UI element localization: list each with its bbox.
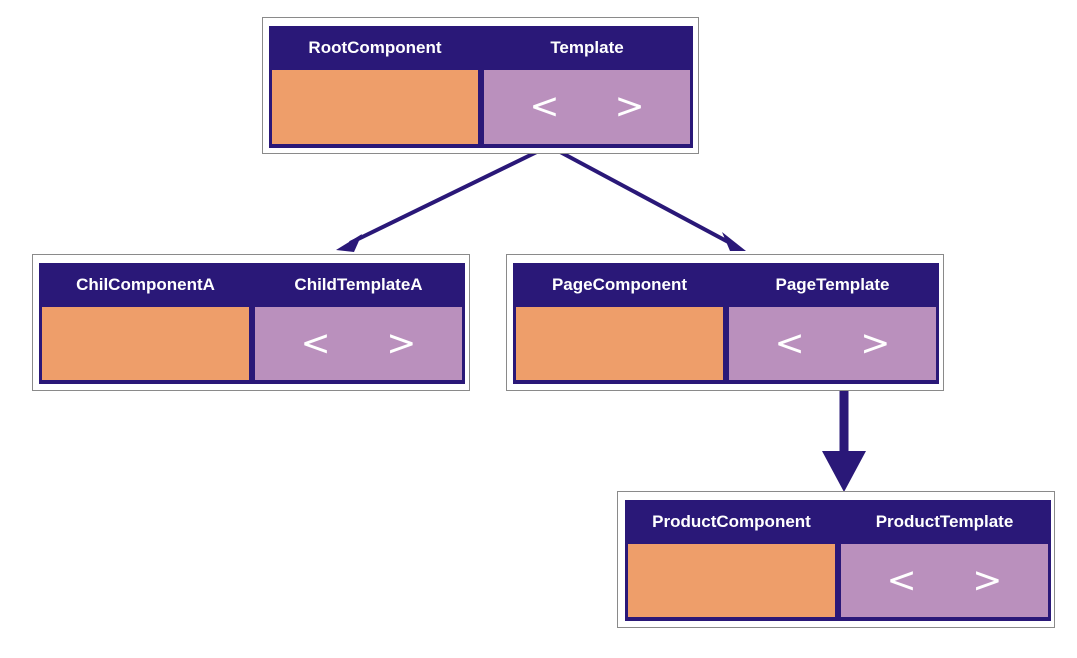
page-open-bracket: < [774, 322, 805, 364]
page-component-box [516, 307, 723, 380]
arrowhead-page [722, 232, 746, 251]
child-a-component-box [42, 307, 249, 380]
page-template-box: < > [729, 307, 936, 380]
arrowhead-child-a [336, 234, 362, 252]
root-close-bracket: > [614, 86, 645, 127]
product-open-bracket: < [886, 559, 917, 601]
root-node: RootComponent Template < > [269, 26, 693, 148]
root-open-bracket: < [529, 86, 560, 127]
child-a-component-label: ChilComponentA [76, 275, 215, 294]
edge-root-to-child-a [349, 144, 550, 245]
root-template-box: < > [484, 70, 690, 144]
root-component-label: RootComponent [308, 38, 442, 57]
child-a-open-bracket: < [300, 322, 331, 364]
child-a-node: ChilComponentA ChildTemplateA < > [39, 263, 465, 384]
product-component-label: ProductComponent [652, 512, 811, 531]
page-component-label: PageComponent [551, 275, 688, 294]
product-node: ProductComponent ProductTemplate < > [625, 500, 1051, 621]
page-template-label: PageTemplate [775, 275, 890, 294]
product-template-box: < > [841, 544, 1048, 617]
child-a-template-box: < > [255, 307, 462, 380]
page-close-bracket: > [860, 322, 891, 364]
root-template-label: Template [550, 38, 624, 57]
edge-root-to-page [548, 144, 733, 246]
child-a-template-label: ChildTemplateA [294, 275, 423, 294]
arrowhead-product [822, 451, 866, 492]
product-template-label: ProductTemplate [875, 512, 1014, 531]
page-node: PageComponent PageTemplate < > [513, 263, 939, 384]
child-a-close-bracket: > [386, 322, 417, 364]
product-close-bracket: > [972, 559, 1003, 601]
root-component-box [272, 70, 478, 144]
product-component-box [628, 544, 835, 617]
